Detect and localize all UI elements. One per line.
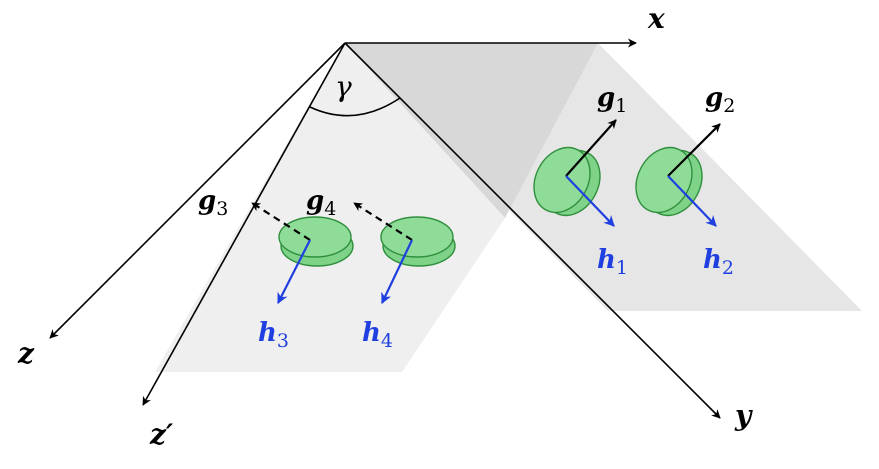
g4-label-base: g [306,186,324,216]
g2-label: g2 [705,83,735,117]
disk-4-face [380,216,454,258]
h3-label-base: h [258,318,277,348]
h4-label-base: h [362,318,381,348]
y-axis [344,42,721,419]
g2-arrow [667,123,721,177]
z-axis-label: z [17,337,35,370]
x-axis-label: x [647,2,665,35]
h3-arrow [277,239,311,304]
h3-label-sub: 3 [277,330,289,352]
disk-3-face [278,216,352,258]
disk-4 [380,216,456,267]
h2-label-base: h [703,245,722,275]
plane-ridge-shadow [345,43,598,218]
z-prime-axis-label: z′ [149,418,174,451]
g2-label-sub: 2 [723,95,735,117]
g3-label-sub: 3 [216,198,228,220]
h4-arrow [381,239,413,304]
angle-gamma-arc [309,97,401,117]
g1-arrow [565,119,617,177]
g1-label: g1 [597,83,627,117]
disk-2-face [635,146,693,214]
z-prime-axis [142,42,346,406]
h4-label-sub: 4 [381,330,393,352]
y-axis-label: y [734,399,753,432]
h2-label: h2 [703,245,734,279]
g4-label-sub: 4 [324,198,336,220]
h1-label-base: h [597,245,616,275]
h2-arrow [667,175,717,227]
g1-label-base: g [597,83,615,113]
h1-arrow [565,175,615,227]
h1-label-sub: 1 [616,257,628,279]
g3-label: g3 [198,186,228,220]
g3-label-base: g [198,186,216,216]
g1-label-sub: 1 [615,95,627,117]
h3-label: h3 [258,318,289,352]
h1-label: h1 [597,245,628,279]
h2-label-sub: 2 [722,257,734,279]
angle-gamma-label: γ [335,70,352,103]
g2-label-base: g [705,83,723,113]
h4-label: h4 [362,318,393,352]
z-axis [49,42,346,339]
g4-label: g4 [306,186,336,220]
plane-z-prime [155,43,505,372]
disk-3 [278,216,354,267]
